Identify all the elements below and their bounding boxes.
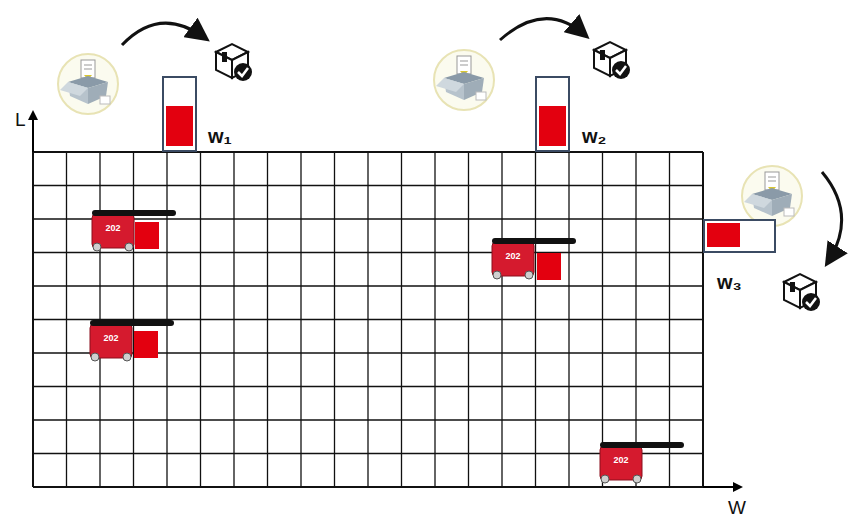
floor-grid [33, 152, 703, 487]
workstation-label: w₁ [208, 126, 232, 146]
robot [92, 210, 176, 251]
flow-arrow [822, 172, 842, 262]
robot [492, 238, 576, 280]
order-bin [539, 106, 566, 146]
workstation-box: w₁ [162, 76, 197, 152]
robot [600, 442, 684, 483]
workstation-label: w₂ [582, 126, 606, 146]
robot-number: 202 [103, 334, 118, 343]
axis-label: W [728, 498, 746, 517]
order-icon [434, 50, 494, 110]
package-icon [594, 42, 630, 79]
package-icon [216, 44, 252, 81]
workstation-label: w₃ [717, 272, 742, 292]
order-icon [58, 54, 118, 114]
robot-number: 202 [613, 456, 628, 465]
axis-label: L [15, 110, 26, 129]
package-icon [784, 274, 820, 311]
order-bin [707, 223, 740, 247]
order-icon [742, 166, 802, 226]
workstation-box: w₂ [535, 76, 570, 152]
robot-number: 202 [105, 224, 120, 233]
order-bin [166, 106, 193, 146]
axes [28, 110, 743, 492]
workstation-box: w₃ [703, 219, 776, 253]
flow-arrow [500, 19, 585, 40]
flow-arrow [122, 23, 205, 45]
robot [90, 320, 174, 361]
robot-number: 202 [505, 252, 520, 261]
robots [90, 210, 684, 483]
